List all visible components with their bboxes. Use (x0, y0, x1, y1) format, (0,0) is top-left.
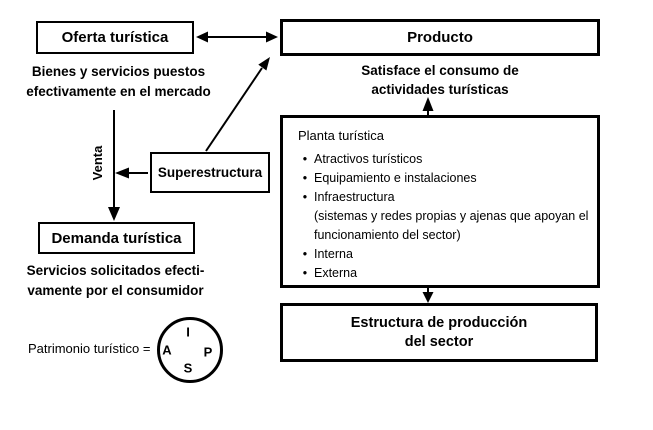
producto-caption-line2: actividades turísticas (371, 82, 509, 97)
circle-letter-s: S (183, 360, 193, 376)
demanda-caption-line1: Servicios solicitados efecti- (26, 263, 205, 278)
planta-item-text: Interna (314, 247, 353, 261)
bullet-icon: • (302, 152, 308, 166)
demanda-turistica-box: Demanda turística (38, 222, 195, 254)
producto-caption-line1: Satisface el consumo de (361, 63, 519, 78)
demanda-caption-line2: vamente por el consumidor (27, 283, 204, 298)
producto-box: Producto (280, 19, 600, 56)
patrimonio-label: Patrimonio turístico = (28, 341, 151, 356)
planta-turistica-box: Planta turística • Atractivos turísticos… (280, 115, 600, 288)
planta-item-infraestructura: • Infraestructura (298, 188, 395, 207)
planta-item-text: Atractivos turísticos (314, 152, 423, 166)
planta-item-text: funcionamiento del sector) (314, 228, 461, 242)
arrow-planta-up (422, 97, 434, 115)
planta-item-note-line2: funcionamiento del sector) (314, 226, 461, 245)
bullet-icon: • (302, 247, 308, 261)
bullet-icon: • (302, 266, 308, 280)
demanda-turistica-label: Demanda turística (51, 229, 182, 247)
bullet-icon: • (302, 171, 308, 185)
oferta-caption-line2: efectivamente en el mercado (26, 84, 211, 99)
planta-item-text: Infraestructura (314, 190, 395, 204)
planta-item-equipamiento: • Equipamiento e instalaciones (298, 169, 477, 188)
bullet-icon: • (302, 190, 308, 204)
superestructura-box: Superestructura (150, 152, 270, 193)
planta-item-text: Externa (314, 266, 358, 280)
arrow-venta-down (108, 110, 120, 221)
oferta-caption: Bienes y servicios puestos efectivamente… (16, 62, 221, 102)
arrow-oferta-producto (196, 31, 278, 43)
oferta-turistica-label: Oferta turística (61, 29, 169, 46)
planta-item-externa: • Externa (298, 264, 357, 283)
planta-item-interna: • Interna (298, 245, 353, 264)
planta-item-atractivos: • Atractivos turísticos (298, 150, 423, 169)
patrimonio-circle: I A P S (157, 317, 223, 383)
circle-letter-a: A (162, 342, 172, 358)
venta-label: Venta (90, 145, 105, 181)
producto-caption: Satisface el consumo de actividades turí… (340, 61, 540, 99)
planta-title: Planta turística (298, 128, 384, 143)
arrow-superestructura-left (115, 167, 148, 179)
estructura-produccion-box: Estructura de producción del sector (280, 303, 598, 362)
estructura-label-line2: del sector (404, 333, 474, 350)
producto-label: Producto (407, 29, 473, 46)
circle-letter-i: I (186, 324, 190, 340)
oferta-turistica-box: Oferta turística (36, 21, 194, 54)
estructura-label-line1: Estructura de producción (350, 314, 528, 331)
planta-item-text: (sistemas y redes propias y ajenas que a… (314, 209, 589, 223)
arrow-planta-down (422, 288, 434, 303)
planta-item-text: Equipamiento e instalaciones (314, 171, 477, 185)
circle-letter-p: P (203, 344, 213, 360)
superestructura-label: Superestructura (157, 165, 263, 180)
planta-item-note-line1: (sistemas y redes propias y ajenas que a… (314, 207, 588, 226)
demanda-caption: Servicios solicitados efecti- vamente po… (14, 261, 217, 301)
oferta-caption-line1: Bienes y servicios puestos (31, 64, 206, 79)
